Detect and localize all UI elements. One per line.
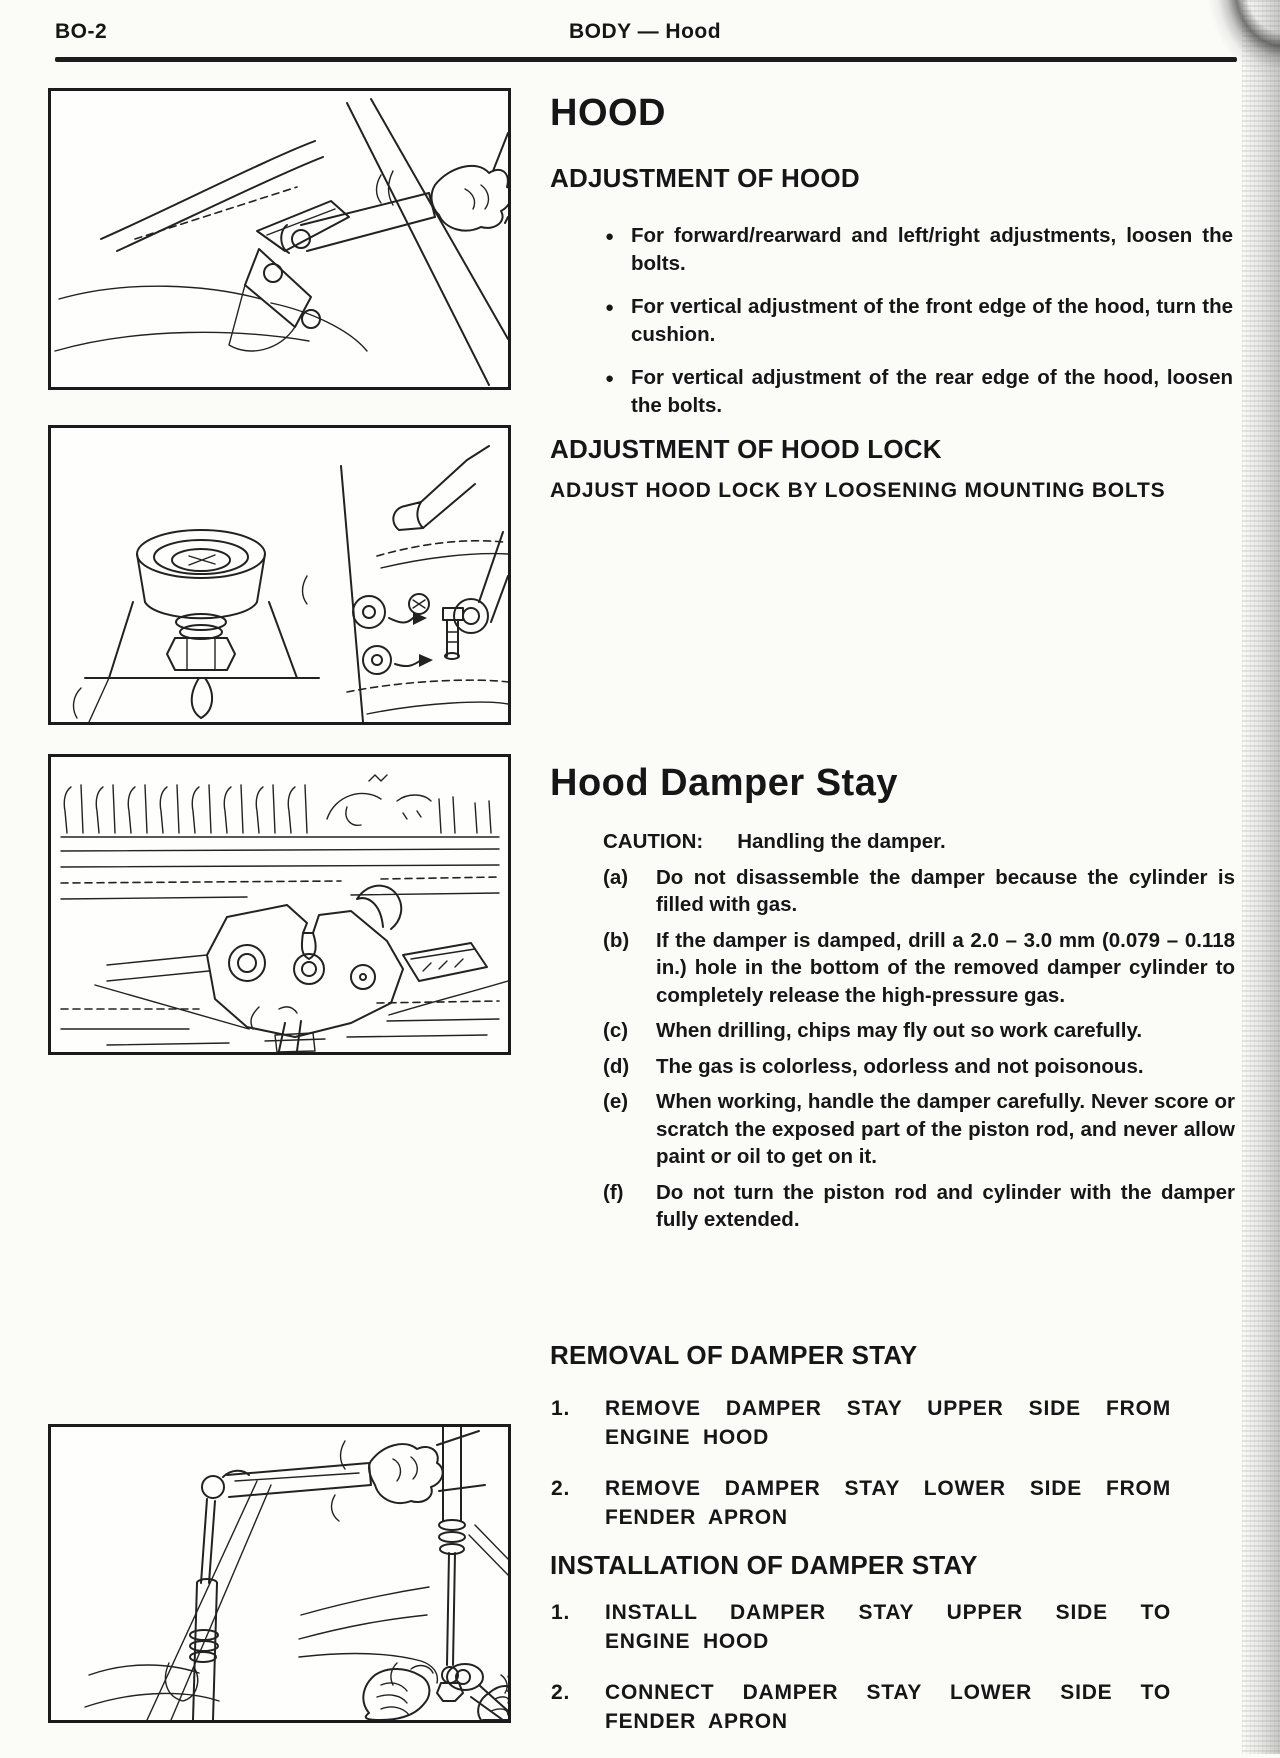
page-curl-shadow [1202, 0, 1280, 96]
item-label: (d) [603, 1054, 630, 1078]
step-number: 1. [551, 1397, 571, 1420]
bullet-icon: ● [605, 370, 615, 387]
page-number: BO-2 [55, 20, 108, 43]
caution-item: (a) Do not disassemble the damper becaus… [603, 864, 1235, 919]
caution-item: (f) Do not turn the piston rod and cylin… [603, 1179, 1235, 1234]
item-text: When drilling, chips may fly out so work… [656, 1019, 1143, 1042]
installation-heading: INSTALLATION OF DAMPER STAY [550, 1550, 978, 1580]
installation-steps: 1. INSTALL DAMPER STAY UPPER SIDE TO ENG… [551, 1598, 1171, 1758]
step-line: REMOVE DAMPER STAY LOWER SIDE FROM [605, 1477, 1171, 1500]
hinge-drawing [228, 200, 350, 352]
wrench-drawing [280, 170, 436, 254]
bullet-icon: ● [605, 299, 615, 316]
step-line: FENDER APRON [605, 1710, 788, 1733]
item-label: (c) [603, 1019, 629, 1042]
step-line: ENGINE HOOD [605, 1630, 770, 1653]
caution-item: (d) The gas is colorless, odorless and n… [603, 1053, 1235, 1081]
lower-support-lines [60, 980, 508, 1052]
figure-damper-stay-removal [48, 1424, 511, 1723]
grille-slats [60, 774, 500, 838]
upper-hand-drawing [367, 1430, 486, 1504]
item-label: (b) [603, 928, 630, 952]
caution-item: (c) When drilling, chips may fly out so … [603, 1017, 1235, 1045]
item-text: Do not turn the piston rod and cylinder … [656, 1180, 1235, 1232]
caution-block: CAUTION: Handling the damper. (a) Do not … [603, 828, 1235, 1234]
hood-lock-drawing [72, 445, 508, 722]
fender-apron-lines [84, 1480, 508, 1720]
lower-hands-drawing [362, 1662, 508, 1720]
list-item: ● For vertical adjustment of the rear ed… [605, 364, 1233, 419]
adjustment-of-hood-lock-heading: ADJUSTMENT OF HOOD LOCK [550, 434, 942, 464]
hood-hinge-drawing [54, 98, 508, 386]
step-row: 2. CONNECT DAMPER STAY LOWER SIDE TO FEN… [551, 1678, 1171, 1736]
caution-item: (b) If the damper is damped, drill a 2.0… [603, 927, 1235, 1010]
item-text: When working, handle the damper carefull… [656, 1090, 1235, 1168]
bullet-text: For vertical adjustment of the rear edge… [631, 366, 1233, 417]
step-number: 2. [551, 1477, 571, 1500]
book-binding-edge [1242, 0, 1280, 1754]
radiator-support-lines [60, 848, 500, 900]
right-damper-stay [436, 1427, 508, 1720]
step-text: CONNECT DAMPER STAY LOWER SIDE TO FENDER… [605, 1678, 1171, 1736]
list-item: ● For vertical adjustment of the front e… [605, 293, 1233, 348]
item-text: If the damper is damped, drill a 2.0 – 3… [656, 928, 1235, 1007]
bullet-text: For vertical adjustment of the front edg… [631, 295, 1233, 346]
adjustment-of-hood-heading: ADJUSTMENT OF HOOD [550, 163, 860, 193]
item-text: The gas is colorless, odorless and not p… [656, 1054, 1144, 1078]
hood-lock-mechanism [106, 884, 488, 1038]
caution-label: CAUTION: [603, 830, 704, 853]
step-number: 2. [551, 1681, 571, 1704]
hand-drawing [430, 132, 508, 232]
step-row: 1. REMOVE DAMPER STAY UPPER SIDE FROM EN… [551, 1394, 1171, 1452]
caution-item: (e) When working, handle the damper care… [603, 1088, 1235, 1171]
damper-stay-drawing [84, 1427, 508, 1720]
step-line: FENDER APRON [605, 1506, 788, 1529]
hood-front-drawing [60, 774, 508, 1052]
caution-text: Handling the damper. [737, 830, 946, 853]
page-title: BODY — Hood [568, 20, 722, 43]
step-line: ENGINE HOOD [605, 1426, 770, 1449]
item-label: (e) [603, 1090, 629, 1113]
removal-heading: REMOVAL OF DAMPER STAY [550, 1340, 918, 1370]
step-text: INSTALL DAMPER STAY UPPER SIDE TO ENGINE… [605, 1598, 1171, 1656]
bullet-icon: ● [605, 228, 615, 245]
caution-heading: CAUTION: Handling the damper. [603, 828, 1235, 856]
item-label: (a) [603, 865, 629, 889]
step-line: CONNECT DAMPER STAY LOWER SIDE TO [605, 1681, 1171, 1704]
step-text: REMOVE DAMPER STAY UPPER SIDE FROM ENGIN… [605, 1394, 1171, 1452]
step-number: 1. [551, 1601, 571, 1624]
left-damper-stay [189, 1440, 372, 1720]
header-rule [55, 57, 1237, 62]
step-line: REMOVE DAMPER STAY UPPER SIDE FROM [605, 1397, 1171, 1420]
hood-adjustment-bullet-list: ● For forward/rearward and left/right ad… [605, 222, 1233, 435]
hood-title: HOOD [550, 92, 666, 134]
bullet-text: For forward/rearward and left/right adju… [631, 224, 1233, 275]
item-text: Do not disassemble the damper because th… [656, 865, 1235, 917]
item-label: (f) [603, 1180, 624, 1204]
figure-hood-front-lock [48, 754, 511, 1055]
step-text: REMOVE DAMPER STAY LOWER SIDE FROM FENDE… [605, 1474, 1171, 1532]
removal-steps: 1. REMOVE DAMPER STAY UPPER SIDE FROM EN… [551, 1394, 1171, 1554]
hood-edge-lines [54, 98, 508, 386]
step-row: 1. INSTALL DAMPER STAY UPPER SIDE TO ENG… [551, 1598, 1171, 1656]
figure-hood-hinge-adjustment [48, 88, 511, 390]
figure-hood-lock-adjustment [48, 425, 511, 725]
step-line: INSTALL DAMPER STAY UPPER SIDE TO [605, 1601, 1171, 1624]
hood-damper-stay-title: Hood Damper Stay [550, 762, 898, 804]
list-item: ● For forward/rearward and left/right ad… [605, 222, 1233, 277]
hood-lock-instruction: ADJUST HOOD LOCK BY LOOSENING MOUNTING B… [550, 479, 1166, 502]
divider-line [340, 465, 364, 722]
wrench-drawing [301, 445, 508, 715]
cushion-drawing [72, 529, 320, 722]
step-row: 2. REMOVE DAMPER STAY LOWER SIDE FROM FE… [551, 1474, 1171, 1532]
